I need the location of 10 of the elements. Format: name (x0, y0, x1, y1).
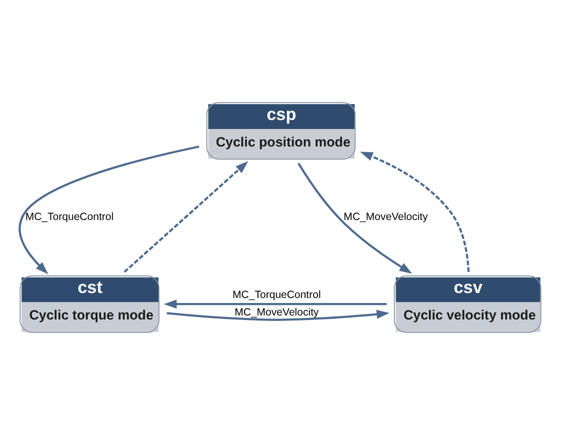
edge-label: MC_MoveVelocity (344, 210, 428, 223)
arrow (124, 160, 248, 272)
edge-label: MC_TorqueControl (232, 288, 321, 301)
edge-label: MC_MoveVelocity (234, 306, 319, 318)
arrow (166, 309, 390, 320)
arrow (360, 151, 470, 272)
arrow (164, 299, 387, 308)
arrow (18, 145, 200, 274)
edge-label: MC_TorqueControl (25, 210, 114, 223)
arrow (298, 162, 412, 274)
